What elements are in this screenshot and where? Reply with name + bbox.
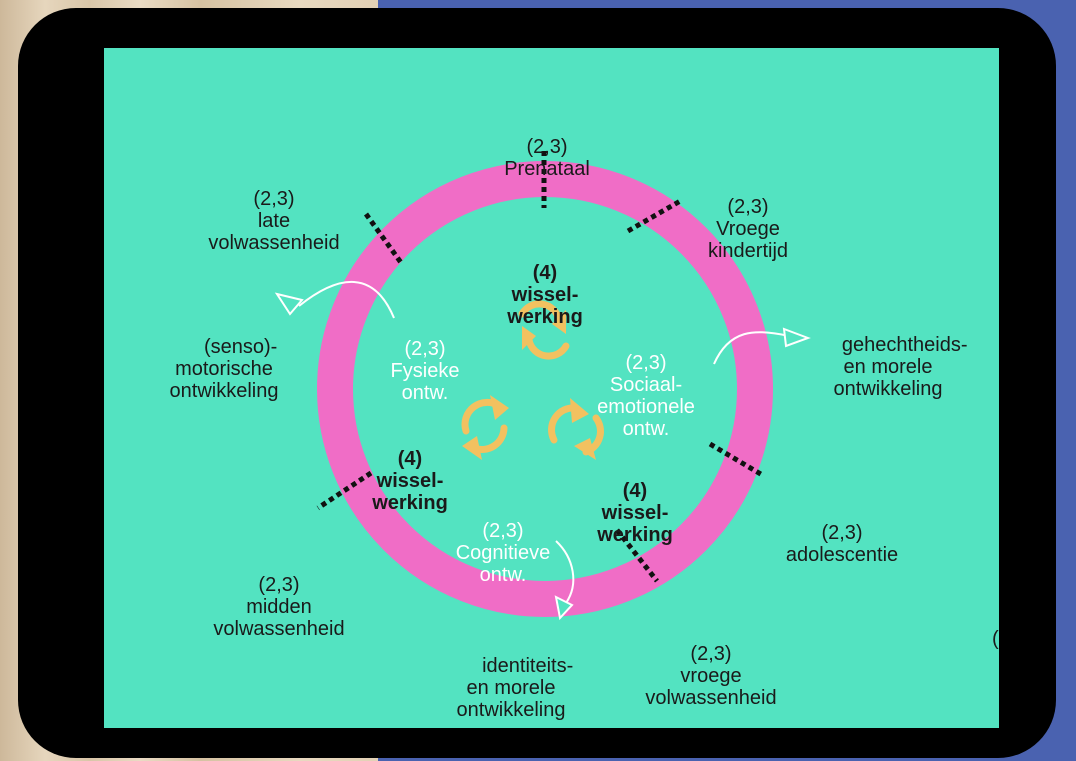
arrowhead-gehecht (782, 327, 811, 348)
tick-vroege-volwassenheid (615, 528, 659, 583)
stage-vroege-kindertijd: (2,3)Vroege kindertijd (708, 152, 788, 284)
interaction-top-text: wissel- werking (507, 284, 583, 328)
partial-label: ( (992, 628, 999, 650)
domain-fysieke: (2,3)Fysieke ontw. (391, 294, 460, 426)
outcome-senso-text: (senso)- motorische ontwikkeling (169, 336, 279, 402)
device-frame: (2,3)Prenataal (2,3)Vroege kindertijd (2… (18, 8, 1056, 758)
stage-late-volwassenheid-num: (2,3) (253, 188, 295, 210)
arrow-to-identiteit (555, 540, 575, 604)
domain-cognitieve-text: Cognitieve ontw. (455, 542, 551, 586)
interaction-left-num: (4) (397, 448, 423, 470)
interaction-top: (4)wissel- werking (507, 218, 583, 350)
stage-prenataal-num: (2,3) (526, 136, 568, 158)
outcome-identiteit-text: identiteits- en morele ontwikkeling (456, 655, 574, 721)
stage-vroege-kindertijd-text: Vroege kindertijd (707, 218, 789, 262)
arrow-to-senso (298, 281, 395, 319)
diagram-graphics (274, 151, 811, 621)
outcome-gehecht-text: gehechtheids- en morele ontwikkeling (833, 334, 968, 400)
cycle-arrows-right (548, 398, 604, 460)
outcome-senso: (senso)- motorische ontwikkeling (170, 314, 279, 424)
interaction-right-text: wissel- werking (597, 502, 673, 546)
tick-midden-volwassenheid (316, 470, 373, 511)
stage-adolescentie-text: adolescentie (785, 544, 899, 566)
stage-late-volwassenheid-text: late volwassenheid (208, 210, 340, 254)
stage-late-volwassenheid: (2,3)late volwassenheid (208, 144, 339, 276)
interaction-left: (4)wissel- werking (372, 404, 448, 536)
cycle-arrows-left (461, 395, 509, 460)
domain-fysieke-text: Fysieke ontw. (390, 360, 460, 404)
domain-sociaal-text: Sociaal- emotionele ontw. (597, 374, 695, 440)
stage-vroege-kindertijd-num: (2,3) (727, 196, 769, 218)
tick-late-volwassenheid (363, 212, 405, 266)
arrowhead-identiteit (554, 595, 574, 621)
domain-sociaal: (2,3)Sociaal- emotionele ontw. (597, 308, 695, 462)
tick-vroege-kindertijd (626, 197, 684, 234)
stage-prenataal-text: Prenataal (504, 158, 590, 180)
stage-midden-volwassenheid-num: (2,3) (258, 574, 300, 596)
interaction-top-num: (4) (532, 262, 558, 284)
outcome-gehecht: gehechtheids- en morele ontwikkeling (809, 312, 968, 422)
stage-prenataal: (2,3)Prenataal (504, 92, 590, 202)
stage-vroege-volwassenheid: (2,3)vroege volwassenheid (645, 599, 776, 728)
domain-cognitieve-num: (2,3) (482, 520, 524, 542)
stage-midden-volwassenheid: (2,3)midden volwassenheid (213, 530, 344, 662)
domain-sociaal-num: (2,3) (625, 352, 667, 374)
interaction-left-text: wissel- werking (372, 470, 448, 514)
stage-adolescentie: (2,3)adolescentie (786, 478, 898, 588)
arrowhead-senso (274, 292, 304, 316)
interaction-right: (4)wissel- werking (597, 436, 673, 568)
domain-cognitieve: (2,3)Cognitieve ontw. (456, 476, 551, 608)
outcome-identiteit: identiteits- en morele ontwikkeling (449, 633, 574, 728)
cycle-arrows-top (518, 300, 570, 360)
stage-adolescentie-num: (2,3) (821, 522, 863, 544)
stage-vroege-volwassenheid-text: vroege volwassenheid (645, 665, 777, 709)
interaction-right-num: (4) (622, 480, 648, 502)
stage-vroege-volwassenheid-num: (2,3) (690, 643, 732, 665)
domain-fysieke-num: (2,3) (404, 338, 446, 360)
stage-midden-volwassenheid-text: midden volwassenheid (213, 596, 345, 640)
arrow-to-gehecht (713, 331, 790, 365)
diagram-canvas: (2,3)Prenataal (2,3)Vroege kindertijd (2… (104, 48, 999, 728)
tick-adolescentie (708, 441, 766, 479)
